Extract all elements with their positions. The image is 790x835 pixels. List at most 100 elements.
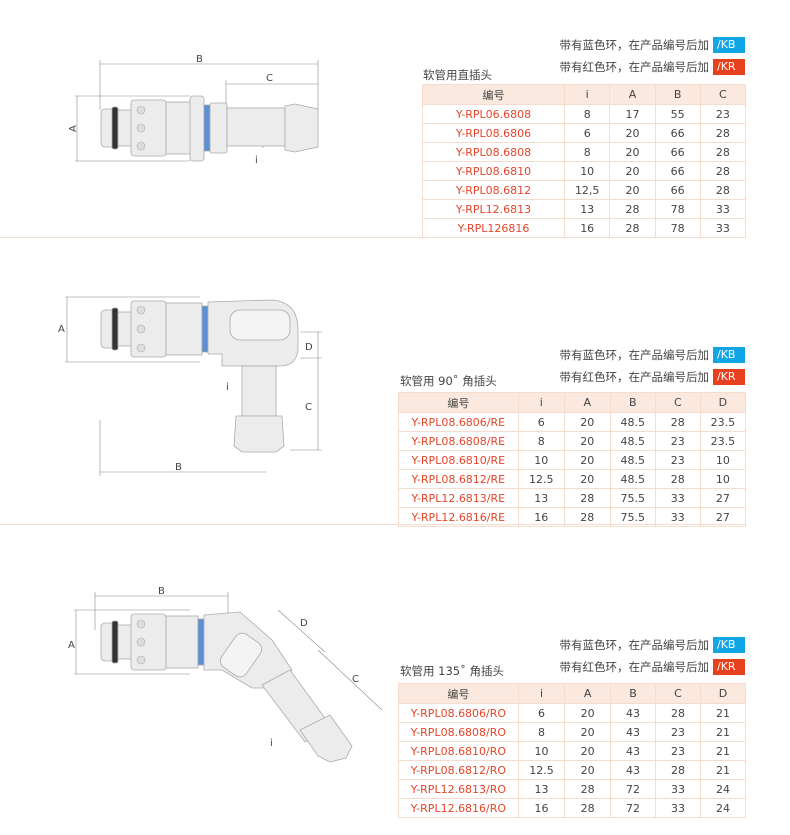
cell-value: 27 bbox=[699, 488, 747, 508]
product-code: Y-RPL08.6806/RE bbox=[398, 412, 519, 432]
cell-value: 27 bbox=[699, 507, 747, 527]
cell-value: 20 bbox=[609, 142, 656, 162]
column-header: C bbox=[654, 392, 701, 413]
cell-value: 28 bbox=[699, 180, 747, 200]
cell-value: 8 bbox=[563, 142, 611, 162]
cell-value: 24 bbox=[700, 798, 746, 818]
product-code: Y-RPL12.6813/RO bbox=[398, 779, 519, 799]
dim-b-label: B bbox=[158, 586, 165, 597]
cell-value: 72 bbox=[610, 779, 657, 799]
red-ring-note: 带有红色环，在产品编号后加/KR bbox=[559, 659, 745, 675]
dim-c-label: C bbox=[266, 73, 273, 84]
column-header: D bbox=[700, 683, 746, 704]
note-text: 带有红色环，在产品编号后加 bbox=[559, 370, 710, 384]
cell-value: 23.5 bbox=[699, 431, 747, 451]
cell-value: 6 bbox=[517, 703, 566, 723]
cell-value: 66 bbox=[654, 161, 701, 181]
cell-value: 23.5 bbox=[699, 412, 747, 432]
kb-badge: /KB bbox=[713, 347, 745, 363]
note-text: 带有蓝色环，在产品编号后加 bbox=[559, 638, 710, 652]
section-divider bbox=[0, 237, 746, 238]
column-header: A bbox=[564, 683, 612, 704]
cell-value: 28 bbox=[564, 798, 612, 818]
cell-value: 28 bbox=[564, 779, 612, 799]
cell-value: 10 bbox=[699, 469, 747, 489]
cell-value: 20 bbox=[563, 431, 611, 451]
cell-value: 23 bbox=[699, 104, 747, 124]
column-header: 编号 bbox=[398, 392, 519, 413]
note-text: 带有蓝色环，在产品编号后加 bbox=[559, 348, 710, 362]
cell-value: 48.5 bbox=[609, 431, 656, 451]
cell-value: 13 bbox=[517, 779, 566, 799]
note-text: 带有红色环，在产品编号后加 bbox=[559, 660, 710, 674]
red-ring-note: 带有红色环，在产品编号后加/KR bbox=[560, 59, 745, 75]
cell-value: 20 bbox=[609, 161, 656, 181]
cell-value: 16 bbox=[563, 218, 611, 238]
kr-badge: /KR bbox=[713, 59, 745, 75]
cell-value: 13 bbox=[563, 199, 611, 219]
cell-value: 20 bbox=[609, 123, 656, 143]
product-code: Y-RPL08.6810/RE bbox=[398, 450, 519, 470]
kr-badge: /KR bbox=[713, 369, 745, 385]
cell-value: 20 bbox=[563, 450, 611, 470]
cell-value: 23 bbox=[654, 450, 701, 470]
product-code: Y-RPL12.6813/RE bbox=[398, 488, 519, 508]
cell-value: 8 bbox=[517, 431, 565, 451]
product-code: Y-RPL08.6808 bbox=[422, 142, 565, 162]
dim-b-label: B bbox=[175, 462, 182, 473]
cell-value: 21 bbox=[700, 703, 746, 723]
cell-value: 66 bbox=[654, 142, 701, 162]
blue-ring-note: 带有蓝色环，在产品编号后加/KB bbox=[559, 637, 745, 653]
cell-value: 10 bbox=[699, 450, 747, 470]
cell-value: 23 bbox=[655, 722, 701, 742]
column-header: 编号 bbox=[422, 84, 565, 105]
cell-value: 48.5 bbox=[609, 469, 656, 489]
cell-value: 33 bbox=[699, 199, 747, 219]
product-code: Y-RPL08.6810/RO bbox=[398, 741, 519, 761]
dim-d-label: D bbox=[305, 342, 313, 353]
cell-value: 20 bbox=[564, 760, 612, 780]
column-header: A bbox=[609, 84, 656, 105]
column-header: B bbox=[609, 392, 656, 413]
cell-value: 12.5 bbox=[517, 469, 565, 489]
cell-value: 20 bbox=[564, 741, 612, 761]
cell-value: 6 bbox=[517, 412, 565, 432]
product-code: Y-RPL08.6812/RO bbox=[398, 760, 519, 780]
product-code: Y-RPL08.6810 bbox=[422, 161, 565, 181]
product-code: Y-RPL12.6813 bbox=[422, 199, 565, 219]
dim-i-label: i bbox=[270, 738, 273, 749]
cell-value: 28 bbox=[609, 218, 656, 238]
cell-value: 8 bbox=[517, 722, 566, 742]
cell-value: 75.5 bbox=[609, 507, 656, 527]
cell-value: 43 bbox=[610, 741, 657, 761]
cell-value: 12,5 bbox=[563, 180, 611, 200]
product-code: Y-RPL08.6808/RE bbox=[398, 431, 519, 451]
cell-value: 28 bbox=[655, 703, 701, 723]
blue-ring-note: 带有蓝色环，在产品编号后加/KB bbox=[560, 37, 745, 53]
product-code: Y-RPL06.6808 bbox=[422, 104, 565, 124]
cell-value: 28 bbox=[563, 488, 611, 508]
cell-value: 20 bbox=[564, 722, 612, 742]
kb-badge: /KB bbox=[713, 37, 745, 53]
dim-i-label: i bbox=[226, 382, 229, 393]
dim-i-label: i bbox=[255, 155, 258, 166]
product-code: Y-RPL12.6816/RE bbox=[398, 507, 519, 527]
cell-value: 10 bbox=[517, 741, 566, 761]
cell-value: 33 bbox=[699, 218, 747, 238]
product-code: Y-RPL126816 bbox=[422, 218, 565, 238]
column-header: C bbox=[699, 84, 747, 105]
cell-value: 21 bbox=[700, 722, 746, 742]
column-header: B bbox=[610, 683, 657, 704]
cell-value: 55 bbox=[654, 104, 701, 124]
cell-value: 16 bbox=[517, 798, 566, 818]
